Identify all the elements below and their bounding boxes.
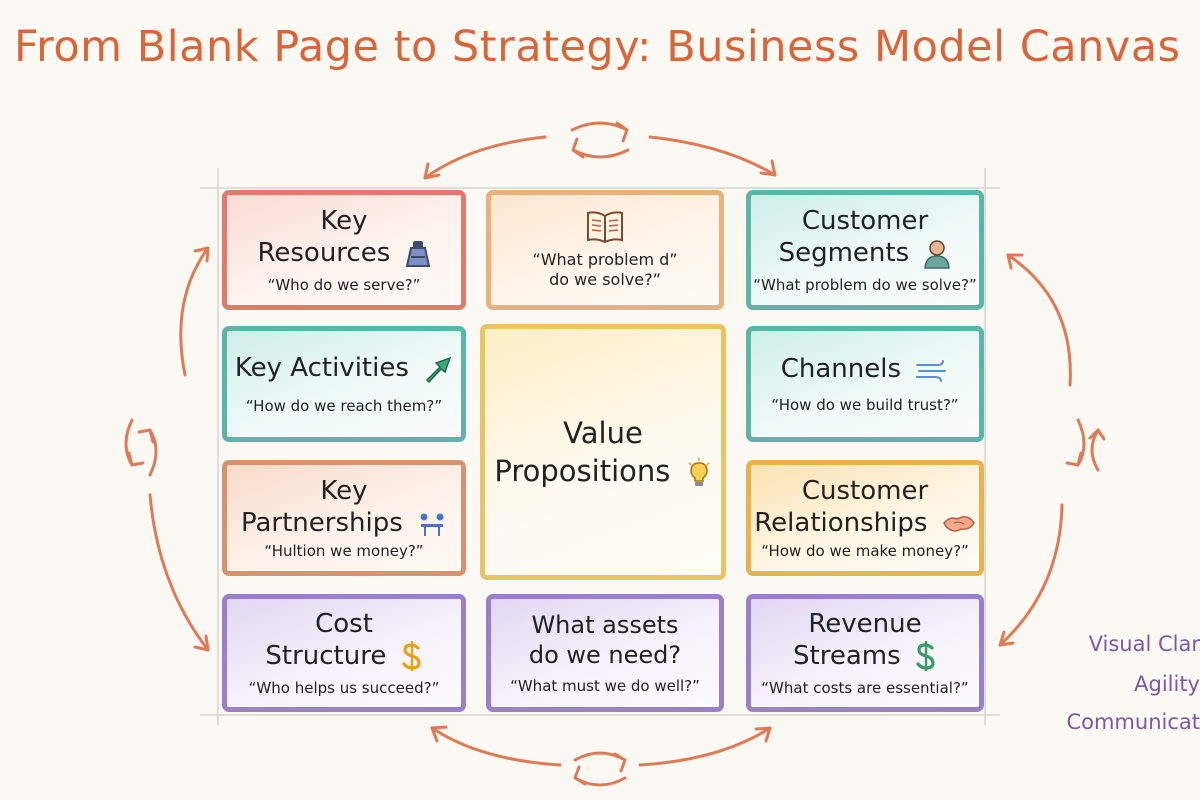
arrow-top-right	[648, 135, 777, 177]
arrow-right-down	[998, 503, 1064, 647]
cost-structure-heading-2: Structure	[265, 640, 387, 671]
arrow-bottom-left	[430, 726, 562, 767]
arrow-bottom-right	[638, 726, 772, 767]
arrow-up-right-icon	[426, 356, 452, 383]
channels-heading: Channels	[780, 354, 902, 384]
cost-structure-heading-row: Structure	[265, 640, 422, 673]
key-partnerships-heading-row: Partnerships	[241, 507, 447, 539]
revenue-streams-block[interactable]: Revenue Streams “What costs are essentia…	[746, 594, 984, 712]
bottom-center-heading-1: What assets	[531, 611, 679, 639]
key-resources-question: “Who do we serve?”	[267, 276, 421, 294]
cycle-icon-left	[124, 418, 158, 477]
customer-segments-heading-1: Customer	[801, 206, 929, 236]
key-resources-block[interactable]: Key Resources “Who do we serve?”	[222, 190, 466, 310]
customer-relationships-heading-2: Relationships	[754, 508, 928, 538]
revenue-streams-heading-row: Streams	[793, 640, 937, 673]
key-resources-heading-1: Key	[320, 206, 368, 236]
page-title: From Blank Page to Strategy: Business Mo…	[14, 22, 1181, 72]
revenue-streams-question: “What costs are essential?”	[761, 679, 969, 698]
people-table-icon	[420, 513, 444, 536]
customer-relationships-question: “How do we make money?”	[761, 542, 969, 560]
key-activities-heading-row: Key Activities	[235, 352, 453, 384]
top-center-question-2: do we solve?”	[549, 270, 661, 289]
customer-segments-heading-2: Segments	[778, 238, 910, 268]
side-note-visual-clarity: Visual Clar	[1088, 632, 1200, 656]
customer-relationships-heading-row: Relationships	[754, 507, 975, 539]
cost-structure-block[interactable]: Cost Structure “Who helps us succeed?”	[222, 594, 466, 712]
bottom-center-heading-2: do we need?	[528, 641, 682, 669]
open-book-icon	[587, 211, 623, 244]
value-propositions-heading-1: Value	[563, 416, 643, 450]
arrow-left-up	[179, 246, 210, 377]
bottom-center-question: “What must we do well?”	[510, 677, 700, 695]
customer-segments-question: “What problem do we solve?”	[753, 276, 977, 294]
cycle-icon-right	[1065, 418, 1106, 472]
handshake-icon	[942, 515, 975, 532]
cycle-icon-top	[570, 121, 630, 159]
cycle-icon-bottom	[573, 751, 627, 787]
dollar-icon	[916, 641, 935, 672]
side-note-communication: Communicat	[1066, 710, 1200, 734]
bottom-center-block[interactable]: What assets do we need? “What must we do…	[486, 594, 724, 712]
arrow-right-up	[1006, 253, 1072, 387]
lightbulb-icon	[688, 458, 710, 486]
key-partnerships-heading-1: Key	[320, 476, 368, 506]
value-propositions-block[interactable]: Value Propositions	[480, 324, 726, 580]
value-propositions-heading-row: Propositions	[494, 452, 711, 490]
key-partnerships-question: “Hultion we money?”	[264, 542, 424, 560]
key-partnerships-heading-2: Partnerships	[240, 508, 403, 538]
key-partnerships-block[interactable]: Key Partnerships “Hultion we money?”	[222, 460, 466, 576]
top-center-question-1: “What problem d”	[532, 250, 678, 269]
channels-block[interactable]: Channels “How do we build trust?”	[746, 326, 984, 442]
channels-question: “How do we build trust?”	[771, 396, 959, 414]
customer-relationships-heading-1: Customer	[801, 476, 929, 506]
customer-segments-heading-row: Segments	[779, 237, 952, 269]
arrow-left-down	[148, 493, 210, 652]
customer-relationships-block[interactable]: Customer Relationships “How do we make m…	[746, 460, 984, 576]
key-activities-heading: Key Activities	[234, 353, 409, 383]
key-activities-question: “How do we reach them?”	[245, 397, 443, 415]
key-resources-heading-row: Resources	[257, 237, 430, 269]
top-center-block[interactable]: “What problem d” do we solve?”	[486, 190, 724, 310]
flask-icon	[405, 240, 430, 267]
dollar-icon	[402, 641, 421, 672]
key-activities-block[interactable]: Key Activities “How do we reach them?”	[222, 326, 466, 442]
value-propositions-heading-2: Propositions	[494, 454, 671, 488]
person-icon	[924, 239, 951, 269]
channels-heading-row: Channels	[781, 353, 950, 385]
revenue-streams-heading-1: Revenue	[808, 608, 922, 639]
key-resources-heading-2: Resources	[257, 238, 391, 268]
wind-icon	[916, 359, 947, 382]
arrow-top-left	[423, 135, 547, 180]
cost-structure-heading-1: Cost	[315, 608, 373, 639]
side-note-agility: Agility	[1134, 672, 1200, 696]
customer-segments-block[interactable]: Customer Segments “What problem do we so…	[746, 190, 984, 310]
revenue-streams-heading-2: Streams	[793, 640, 901, 671]
cost-structure-question: “Who helps us succeed?”	[248, 679, 440, 698]
